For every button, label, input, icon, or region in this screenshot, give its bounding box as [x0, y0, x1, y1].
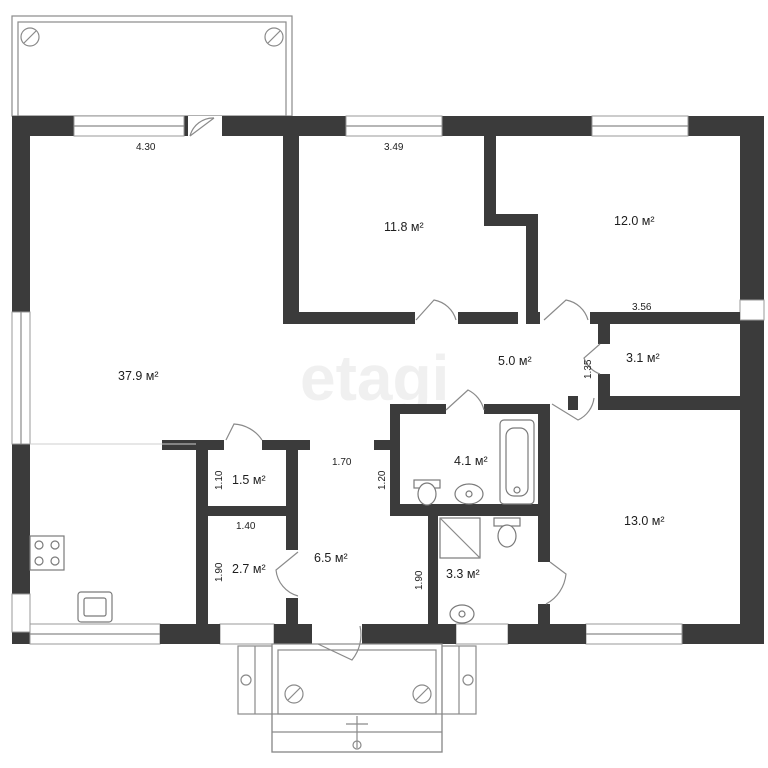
kitchen-fixtures — [29, 443, 196, 623]
dim-living-width: 4.30 — [136, 142, 156, 153]
area-storage: 3.1 м² — [626, 351, 660, 365]
windows-left — [11, 311, 31, 633]
windows-bottom — [29, 623, 683, 645]
balcony-top — [11, 15, 293, 117]
dim-bath-wall: 1.20 — [377, 470, 388, 490]
toilet-fixtures — [439, 517, 521, 624]
dim-corridor-height: 1.90 — [414, 570, 425, 590]
windows-top — [73, 115, 689, 137]
area-bedroom-2: 12.0 м² — [614, 214, 655, 228]
area-bathroom: 4.1 м² — [454, 454, 488, 468]
dim-closet-height: 1.10 — [214, 470, 225, 490]
area-living-kitchen: 37.9 м² — [118, 369, 159, 383]
dim-small-room-height: 1.90 — [214, 562, 225, 582]
area-small-room: 2.7 м² — [232, 562, 266, 576]
area-toilet: 3.3 м² — [446, 567, 480, 581]
door-swings — [225, 299, 601, 661]
dim-corridor-width: 1.70 — [332, 457, 352, 468]
balcony-bottom — [237, 643, 477, 753]
watermark-text: etagi — [300, 342, 449, 414]
area-corridor: 6.5 м² — [314, 551, 348, 565]
dim-bedroom1-width: 3.49 — [384, 142, 404, 153]
dim-hall-door: 1.35 — [583, 359, 594, 379]
area-bedroom-1: 11.8 м² — [384, 220, 424, 234]
area-hall: 5.0 м² — [498, 354, 532, 368]
interior-walls — [160, 136, 740, 644]
area-closet: 1.5 м² — [232, 473, 266, 487]
area-bedroom-3: 13.0 м² — [624, 514, 665, 528]
bathroom-fixtures — [413, 419, 535, 506]
windows-right — [739, 299, 765, 321]
dim-small-room-width: 1.40 — [236, 521, 256, 532]
dim-bedroom2-width: 3.56 — [632, 302, 652, 313]
